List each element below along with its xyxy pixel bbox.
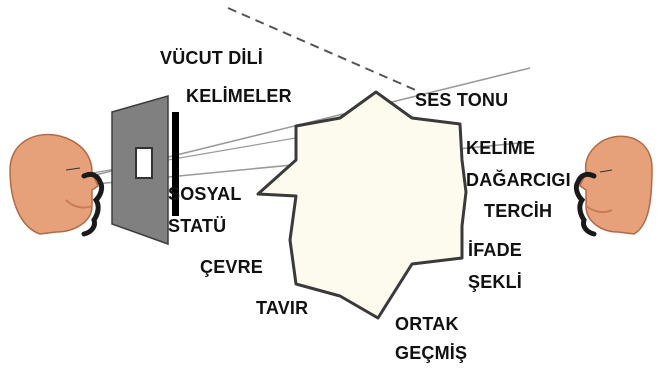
barrier-window	[135, 147, 153, 179]
barrier-edge	[172, 112, 179, 216]
label-kelime: KELİME	[466, 138, 536, 158]
label-ortak: ORTAK	[395, 314, 459, 334]
right-person-icon	[573, 135, 653, 237]
label-ifade: İFADE	[468, 240, 523, 260]
label-tavir: TAVIR	[256, 298, 309, 318]
label-cevre: ÇEVRE	[200, 257, 264, 277]
left-person-icon	[9, 133, 105, 237]
label-tercih: TERCİH	[484, 201, 553, 221]
label-statu: STATÜ	[168, 216, 227, 236]
dashed-line	[227, 7, 421, 93]
label-gecmis: GEÇMİŞ	[395, 343, 468, 363]
label-ses-tonu: SES TONU	[415, 90, 509, 110]
label-sosyal: SOSYAL	[168, 184, 242, 204]
label-dagarcigi: DAĞARCIGI	[466, 170, 571, 190]
environment-star	[256, 90, 468, 320]
label-sekli: ŞEKLİ	[468, 272, 523, 292]
label-kelimeler: KELİMELER	[186, 86, 292, 106]
label-vucut-dili: VÜCUT DİLİ	[160, 48, 263, 68]
